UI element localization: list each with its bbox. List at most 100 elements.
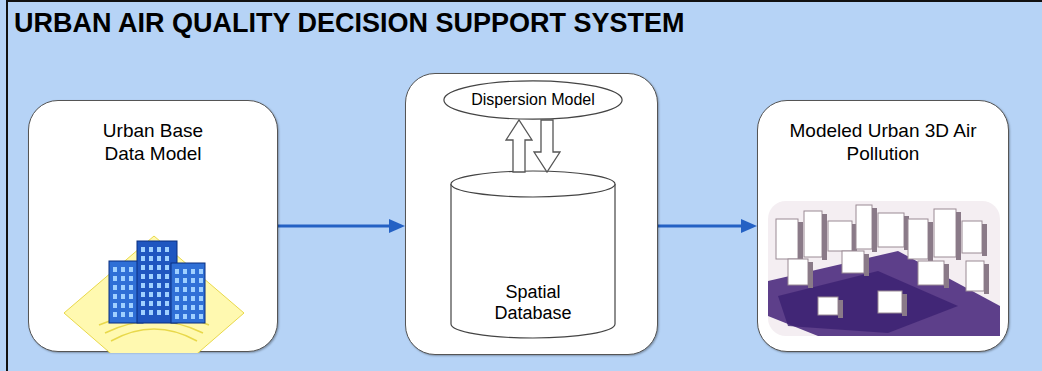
- node-text: Dispersion Model: [471, 91, 595, 109]
- window: [141, 283, 145, 288]
- window: [121, 303, 125, 308]
- window: [175, 278, 179, 283]
- arrow-shaft: [278, 225, 391, 228]
- block-shadow: [928, 222, 933, 262]
- window: [149, 283, 153, 288]
- node-text: Spatial Database: [478, 282, 588, 324]
- window: [129, 312, 133, 317]
- window: [121, 267, 125, 272]
- ground-line: [111, 329, 197, 341]
- window: [183, 314, 187, 319]
- node-text: Urban Base Data Model: [83, 119, 223, 165]
- window: [121, 276, 125, 281]
- building-block: [918, 261, 944, 285]
- window: [113, 267, 117, 272]
- block-shadow: [822, 214, 827, 260]
- window: [141, 310, 145, 315]
- window: [191, 269, 195, 274]
- flow-arrow: [278, 219, 405, 233]
- window: [191, 305, 195, 310]
- window: [165, 283, 169, 288]
- window: [183, 305, 187, 310]
- window: [141, 265, 145, 270]
- building-block: [934, 209, 956, 257]
- window: [183, 287, 187, 292]
- window: [141, 301, 145, 306]
- window: [113, 294, 117, 299]
- window: [191, 287, 195, 292]
- building-block: [776, 219, 798, 259]
- window: [157, 292, 161, 297]
- window: [157, 256, 161, 261]
- window: [165, 310, 169, 315]
- block-shadow: [984, 264, 989, 294]
- window: [113, 312, 117, 317]
- window: [113, 303, 117, 308]
- building-block: [804, 211, 822, 257]
- window: [141, 256, 145, 261]
- window: [157, 283, 161, 288]
- window: [183, 278, 187, 283]
- window: [129, 303, 133, 308]
- block-shadow: [944, 264, 949, 288]
- window: [175, 314, 179, 319]
- window: [191, 296, 195, 301]
- window: [199, 314, 203, 319]
- building-block: [856, 205, 872, 249]
- window: [113, 285, 117, 290]
- arrow-shaft: [658, 225, 743, 228]
- window: [121, 312, 125, 317]
- ellipse-shape: [444, 81, 622, 119]
- building-block: [966, 261, 984, 291]
- window: [175, 305, 179, 310]
- database-cylinder: Spatial Database: [450, 170, 616, 338]
- window: [183, 269, 187, 274]
- window: [199, 269, 203, 274]
- window: [129, 294, 133, 299]
- building-block: [788, 259, 808, 285]
- window: [165, 301, 169, 306]
- window: [149, 292, 153, 297]
- window: [141, 292, 145, 297]
- window: [157, 247, 161, 252]
- window: [199, 278, 203, 283]
- window: [165, 292, 169, 297]
- block-shadow: [864, 254, 869, 276]
- node-text: Modeled Urban 3D Air Pollution: [788, 119, 978, 165]
- window: [157, 265, 161, 270]
- building-block: [908, 219, 928, 259]
- block-shadow: [956, 212, 961, 260]
- window: [129, 276, 133, 281]
- window: [191, 278, 195, 283]
- hollow-arrow: [506, 120, 532, 172]
- block-shadow: [902, 294, 907, 316]
- cylinder-top: [451, 171, 615, 197]
- ground-diamond: [64, 236, 244, 353]
- window: [165, 256, 169, 261]
- window: [149, 247, 153, 252]
- window: [157, 301, 161, 306]
- window: [165, 274, 169, 279]
- window: [191, 314, 195, 319]
- window: [199, 287, 203, 292]
- window: [121, 294, 125, 299]
- window: [165, 265, 169, 270]
- model-ellipse: Dispersion Model: [443, 80, 623, 120]
- window: [149, 274, 153, 279]
- block-shadow: [838, 300, 843, 318]
- flow-arrow: [658, 219, 757, 233]
- block-shadow: [808, 262, 813, 288]
- building-block: [828, 221, 852, 251]
- building-block: [878, 291, 902, 313]
- input-box: Urban Base Data Model: [28, 100, 278, 352]
- window: [175, 269, 179, 274]
- window: [165, 247, 169, 252]
- cylinder-body: [451, 184, 615, 338]
- scene-ground: [768, 201, 1000, 336]
- arrow-head: [389, 219, 405, 233]
- block-shadow: [982, 224, 987, 256]
- window: [149, 310, 153, 315]
- block-shadow: [798, 222, 803, 262]
- window: [141, 274, 145, 279]
- window: [141, 247, 145, 252]
